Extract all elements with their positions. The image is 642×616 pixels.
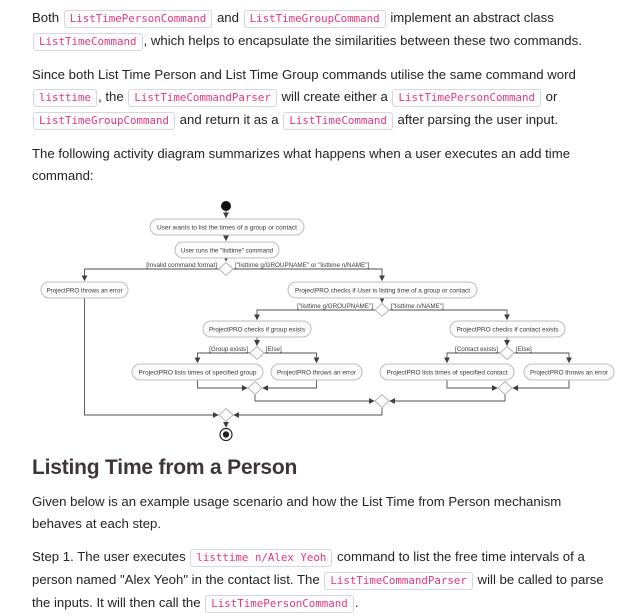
edge-label: [Contact exists] (455, 346, 498, 353)
inline-code: ListTimePersonCommand (205, 595, 354, 613)
activity-diagram: User wants to list the times of a group … (40, 201, 615, 442)
merge-diamond-final (218, 407, 234, 423)
activity-box-lists-contact-times: ProjectPRO lists times of specified cont… (379, 363, 515, 381)
activity-box-label: ProjectPRO throws an error (530, 369, 609, 376)
diagram-edges (81, 211, 572, 428)
inline-code: listtime (33, 89, 98, 107)
inline-code: ListTimePersonCommand (63, 10, 213, 28)
paragraph: Given below is an example usage scenario… (32, 494, 562, 531)
edge-label: ["listtime g/GROUPNAME"] (297, 303, 373, 310)
merge-diamond-branches (374, 393, 390, 409)
end-node (219, 427, 233, 442)
activity-box-label: ProjectPRO checks if group exists (209, 326, 306, 333)
activity-box-checks-contact-exists: ProjectPRO checks if contact exists (449, 320, 566, 338)
edge-label: [Group exists] (209, 346, 248, 353)
edge-label: ["listtime n/NAME"] (391, 303, 444, 310)
activity-box-label: ProjectPRO checks if contact exists (457, 326, 560, 333)
paragraph: Step 1. The user executes listtime n/Ale… (32, 546, 614, 615)
activity-box-user-runs: User runs the "listtime" command (174, 241, 280, 259)
edge-label: ["listtime g/GROUPNAME" or "listtime n/N… (235, 262, 369, 269)
merge-diamond-contact (497, 380, 513, 396)
edge-label: [Invalid command format] (146, 262, 217, 269)
activity-box-checks-group-exists: ProjectPRO checks if group exists (202, 320, 312, 338)
decision-command-format: [Invalid command format] ["listtime g/GR… (146, 261, 369, 277)
activity-box-label: User runs the "listtime" command (181, 247, 273, 254)
activity-box-throws-error-left: ProjectPRO throws an error (40, 281, 129, 299)
inline-code: ListTimeCommand (283, 112, 393, 130)
inline-code: ListTimeGroupCommand (243, 10, 386, 28)
inline-code: ListTimePersonCommand (392, 89, 541, 107)
activity-box-user-wants: User wants to list the times of a group … (149, 218, 305, 236)
paragraph: Since both List Time Person and List Tim… (32, 64, 614, 132)
activity-box-throws-error-contact: ProjectPRO throws an error (523, 363, 615, 381)
merge-diamond-group (247, 380, 263, 396)
intro-section: Both ListTimePersonCommand and ListTimeG… (0, 0, 642, 187)
paragraph: Both ListTimePersonCommand and ListTimeG… (32, 7, 614, 53)
paragraph: The following activity diagram summarize… (32, 146, 571, 183)
inline-code: listtime n/Alex Yeoh (190, 549, 333, 567)
edge-label: [Else] (516, 346, 532, 353)
inline-code: ListTimeCommandParser (128, 89, 277, 107)
decision-group-or-contact: ["listtime g/GROUPNAME"] ["listtime n/NA… (297, 302, 444, 318)
activity-box-label: ProjectPRO lists times of specified cont… (387, 369, 508, 376)
page-title: Listing Time from a Person (32, 456, 298, 479)
activity-box-label: ProjectPRO lists times of specified grou… (139, 369, 257, 376)
activity-box-lists-group-times: ProjectPRO lists times of specified grou… (131, 363, 264, 381)
inline-code: ListTimeCommand (33, 33, 143, 51)
listing-time-section: Listing Time from a Person Given below i… (0, 455, 642, 615)
decision-group-exists: [Group exists] [Else] (209, 345, 282, 361)
activity-box-checks-group-or-contact: ProjectPRO checks if User is listing tim… (287, 281, 478, 299)
edge-label: [Else] (266, 346, 282, 353)
start-node (221, 201, 231, 211)
activity-box-label: User wants to list the times of a group … (157, 224, 297, 231)
activity-box-label: ProjectPRO throws an error (277, 369, 357, 376)
activity-box-label: ProjectPRO throws an error (47, 287, 124, 294)
activity-box-throws-error-group: ProjectPRO throws an error (270, 363, 363, 381)
inline-code: ListTimeCommandParser (324, 572, 473, 590)
inline-code: ListTimeGroupCommand (33, 112, 176, 130)
activity-box-label: ProjectPRO checks if User is listing tim… (295, 287, 470, 294)
decision-contact-exists: [Contact exists] [Else] (455, 345, 532, 361)
